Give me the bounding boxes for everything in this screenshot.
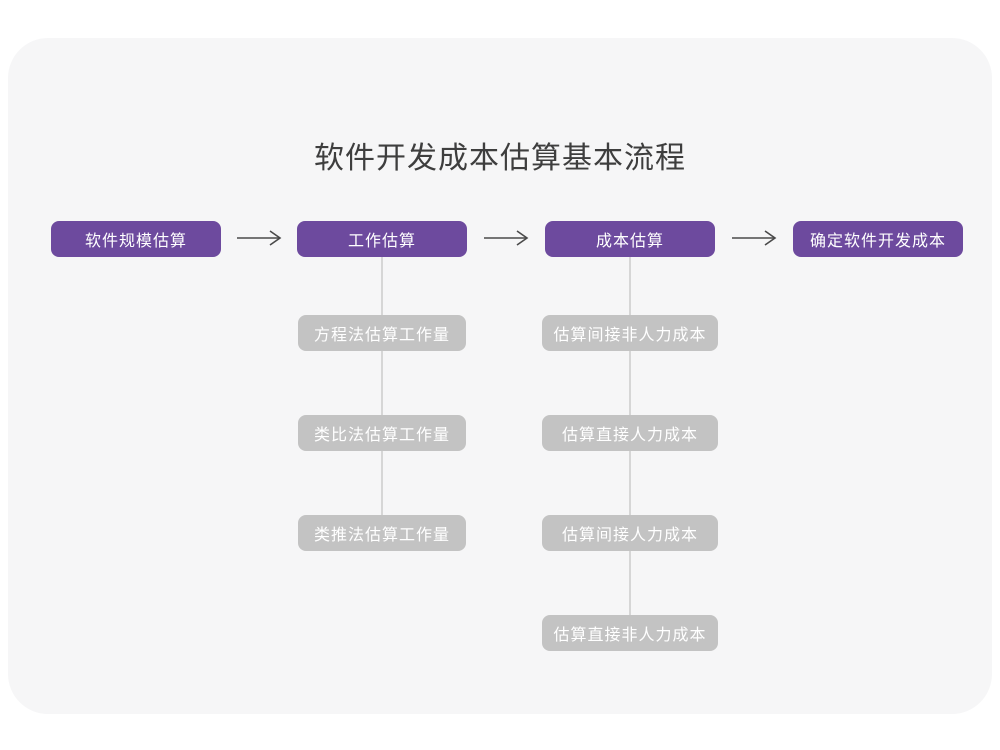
substep-label: 方程法估算工作量: [313, 327, 450, 344]
stage-node-work-estimation: 工作估算: [297, 221, 467, 257]
stage-node-scale-estimation: 软件规模估算: [51, 221, 221, 257]
substep-label: 估算间接非人力成本: [553, 327, 707, 344]
stage-label: 工作估算: [347, 233, 416, 250]
diagram-card: 软件开发成本估算基本流程 软件规模估算 工作估算 成本估算 确定软件开发成本: [8, 38, 992, 714]
right-arrow-icon: [237, 230, 282, 246]
right-arrow-icon: [484, 230, 529, 246]
stage-label: 成本估算: [595, 233, 664, 250]
substep-label: 类推法估算工作量: [313, 527, 450, 544]
substep-label: 估算直接人力成本: [561, 427, 698, 444]
substep-node-extrapolation-method: 类推法估算工作量: [298, 515, 466, 551]
substep-node-analogy-method: 类比法估算工作量: [298, 415, 466, 451]
right-arrow-icon: [732, 230, 777, 246]
substep-node-direct-labor-cost: 估算直接人力成本: [542, 415, 718, 451]
connector-line-work: [381, 256, 383, 517]
stage-label: 确定软件开发成本: [809, 233, 946, 250]
substep-node-indirect-nonlabor-cost: 估算间接非人力成本: [542, 315, 718, 351]
substep-node-equation-method: 方程法估算工作量: [298, 315, 466, 351]
substep-label: 估算直接非人力成本: [553, 627, 707, 644]
diagram-title: 软件开发成本估算基本流程: [314, 142, 686, 175]
substep-label: 类比法估算工作量: [313, 427, 450, 444]
substep-node-direct-nonlabor-cost: 估算直接非人力成本: [542, 615, 718, 651]
substep-node-indirect-labor-cost: 估算间接人力成本: [542, 515, 718, 551]
stage-label: 软件规模估算: [84, 233, 187, 250]
stage-node-cost-estimation: 成本估算: [545, 221, 715, 257]
substep-label: 估算间接人力成本: [561, 527, 698, 544]
stage-node-determine-cost: 确定软件开发成本: [793, 221, 963, 257]
